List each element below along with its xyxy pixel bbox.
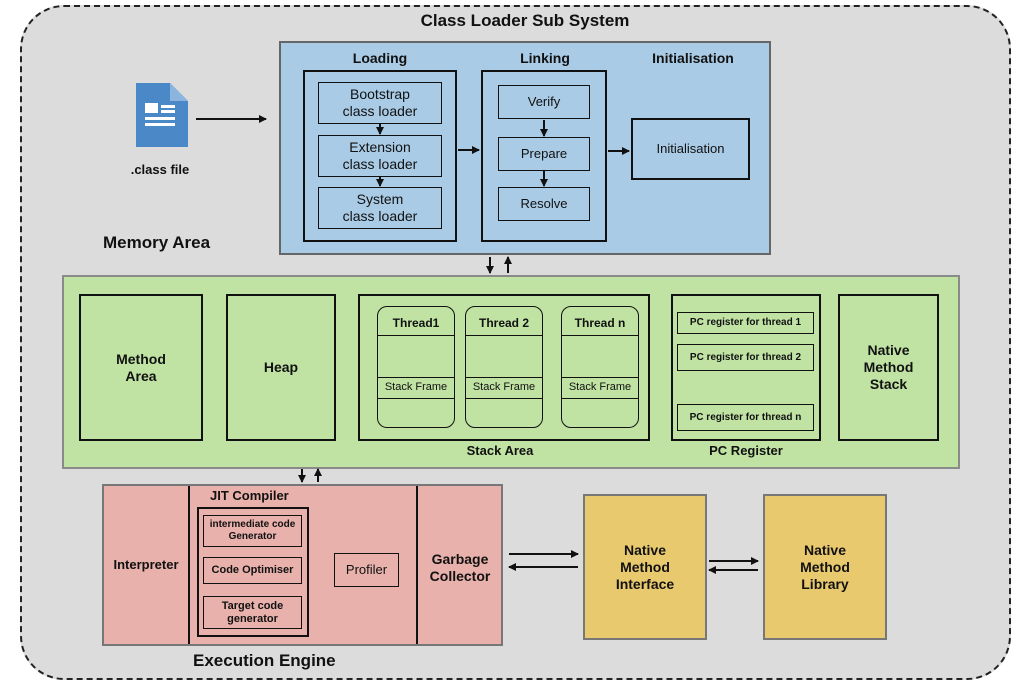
- class-loader-subsystem-title: Class Loader Sub System: [420, 11, 630, 30]
- prepare-box: Prepare: [498, 137, 590, 171]
- bootstrap-class-loader: Bootstrap class loader: [318, 82, 442, 124]
- heap-box: Heap: [226, 294, 336, 441]
- profiler-box: Profiler: [334, 553, 399, 587]
- thread-1-label: Thread1: [392, 316, 440, 330]
- thread-2-stack: Thread 2 Stack Frame: [465, 306, 543, 428]
- execution-engine-panel: [102, 484, 503, 646]
- memory-area-panel: [62, 275, 960, 469]
- thread-n-stack: Thread n Stack Frame: [561, 306, 639, 428]
- thread-1-stack: Thread1 Stack Frame: [377, 306, 455, 428]
- loading-title: Loading: [352, 49, 408, 66]
- stack-divider: [378, 398, 454, 399]
- pc-register-thread-n: PC register for thread n: [677, 404, 814, 431]
- stack-frame-label: Stack Frame: [472, 381, 536, 393]
- document-icon: [136, 83, 188, 147]
- interpreter-label: Interpreter: [113, 557, 179, 572]
- initialisation-title: Initialisation: [652, 49, 734, 66]
- thread-n-label: Thread n: [574, 316, 626, 330]
- stack-area-box: [358, 294, 650, 441]
- verify-box: Verify: [498, 85, 590, 119]
- stack-divider: [562, 398, 638, 399]
- thread-2-label: Thread 2: [478, 316, 529, 330]
- loading-box: [303, 70, 457, 242]
- method-area-box: Method Area: [79, 294, 203, 441]
- linking-title: Linking: [520, 49, 570, 66]
- memory-area-title: Memory Area: [103, 233, 211, 252]
- native-method-interface-box: Native Method Interface: [583, 494, 707, 640]
- pc-register-thread-1: PC register for thread 1: [677, 312, 814, 334]
- garbage-collector-label: Garbage Collector: [429, 551, 491, 584]
- stack-divider: [378, 335, 454, 336]
- pc-register-title: PC Register: [709, 443, 783, 458]
- class-loader-panel: [279, 41, 771, 255]
- engine-divider: [188, 486, 190, 644]
- class-file-label: .class file: [130, 162, 190, 177]
- system-class-loader: System class loader: [318, 187, 442, 229]
- linking-box: [481, 70, 607, 242]
- target-code-generator: Target code generator: [203, 596, 302, 629]
- initialisation-box: Initialisation: [631, 118, 750, 180]
- engine-divider: [416, 486, 418, 644]
- stack-divider: [562, 377, 638, 378]
- pc-register-box: [671, 294, 821, 441]
- resolve-box: Resolve: [498, 187, 590, 221]
- stack-divider: [466, 335, 542, 336]
- stack-area-title: Stack Area: [466, 443, 534, 458]
- native-method-stack-box: Native Method Stack: [838, 294, 939, 441]
- code-optimiser: Code Optimiser: [203, 557, 302, 584]
- pc-register-thread-2: PC register for thread 2: [677, 344, 814, 371]
- execution-engine-title: Execution Engine: [193, 651, 336, 670]
- stack-divider: [466, 377, 542, 378]
- stack-divider: [466, 398, 542, 399]
- stack-frame-label: Stack Frame: [568, 381, 632, 393]
- jit-compiler-box: [197, 507, 309, 637]
- stack-frame-label: Stack Frame: [384, 381, 448, 393]
- intermediate-code-generator: intermediate code Generator: [203, 515, 302, 547]
- jit-compiler-title: JIT Compiler: [210, 488, 289, 503]
- stack-divider: [562, 335, 638, 336]
- stack-divider: [378, 377, 454, 378]
- native-method-library-box: Native Method Library: [763, 494, 887, 640]
